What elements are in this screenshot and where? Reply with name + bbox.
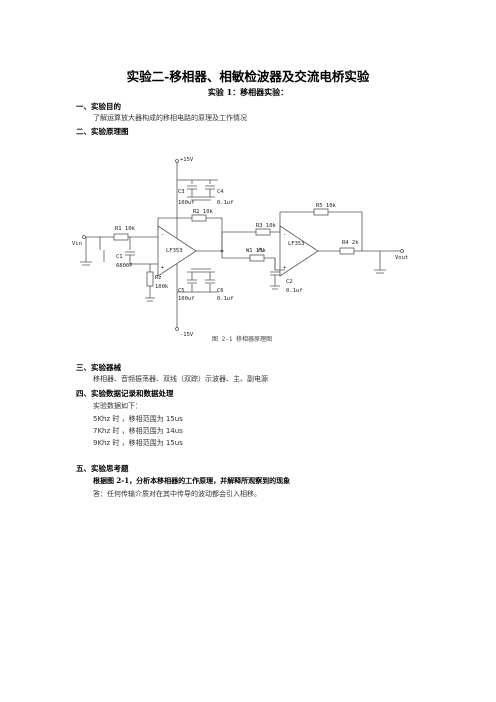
label-vout: Vout <box>395 255 408 261</box>
label-op2: LF353 <box>288 241 305 247</box>
answer-text: 答：任何传输介质对在其中传导的波动都会引入相移。 <box>93 490 261 498</box>
label-vminus: -15V <box>180 332 194 338</box>
label-c1-value: 6800P <box>116 263 133 269</box>
label-c2-value: 0.1uf <box>286 288 303 294</box>
section-body-purpose: 了解运算放大器构成的移相电路的原理及工作情况 <box>93 114 247 122</box>
label-op1-plus: + <box>161 265 165 271</box>
label-vin: Vin <box>72 241 82 247</box>
circuit-diagram: +15V -15V C3 100uf C4 0.1uf R2 10k R1 10… <box>72 157 408 343</box>
label-r1: R1 10k <box>115 226 136 232</box>
label-c5: C5 <box>178 288 185 294</box>
page-title: 实验二-移相器、相敏检波器及交流电桥实验 <box>126 69 370 84</box>
label-r4: R4 2k <box>342 240 359 246</box>
section-heading-questions: 五、实验思考题 <box>76 464 129 473</box>
label-op1: LF353 <box>166 248 183 254</box>
label-c5-value: 100uf <box>178 296 195 302</box>
label-r2: R2 10k <box>193 209 214 215</box>
label-c1: C1 <box>116 254 123 260</box>
section-heading-purpose: 一、实验目的 <box>76 102 121 111</box>
label-rz: Rz <box>155 275 162 281</box>
section-body-equipment: 移相器、音频振荡器、双线（双踪）示波器、主、副电源 <box>93 375 268 383</box>
question-text: 根据图 2-1，分析本移相器的工作原理，并解释所观察到的现象 <box>93 476 291 485</box>
label-c3: C3 <box>178 189 185 195</box>
data-intro: 实验数据如下： <box>93 402 142 410</box>
label-op2-plus: + <box>283 265 287 271</box>
data-row: 9Khz 时 ，移相范围为 15us <box>93 439 183 447</box>
section-heading-equipment: 三、实验器械 <box>76 363 121 372</box>
label-op2-minus: - <box>283 232 286 238</box>
figure-caption: 图 2-1 移相器原理图 <box>212 335 272 343</box>
label-vplus: +15V <box>180 157 194 163</box>
label-c4: C4 <box>217 189 224 195</box>
label-w1: W1 10k <box>246 248 267 254</box>
label-c3-value: 100uf <box>178 200 195 206</box>
page-subtitle: 实验 1：移相器实验： <box>207 87 289 97</box>
data-row: 7Khz 时 ，移相范围为 14us <box>93 427 183 435</box>
label-c4-value: 0.1uf <box>217 200 234 206</box>
label-r5: R5 10k <box>316 203 337 209</box>
label-r3: R3 10k <box>256 223 277 229</box>
label-op1-minus: - <box>161 232 164 238</box>
label-c6-value: 0.1uf <box>217 296 234 302</box>
section-heading-data: 四、实验数据记录和数据处理 <box>76 389 174 398</box>
data-row: 5Khz 时 ，移相范围为 15us <box>93 415 183 423</box>
label-c2: C2 <box>286 279 293 285</box>
label-c6: C6 <box>217 288 224 294</box>
label-rz-value: 100k <box>155 284 169 290</box>
section-heading-diagram: 二、实验原理图 <box>76 127 129 136</box>
